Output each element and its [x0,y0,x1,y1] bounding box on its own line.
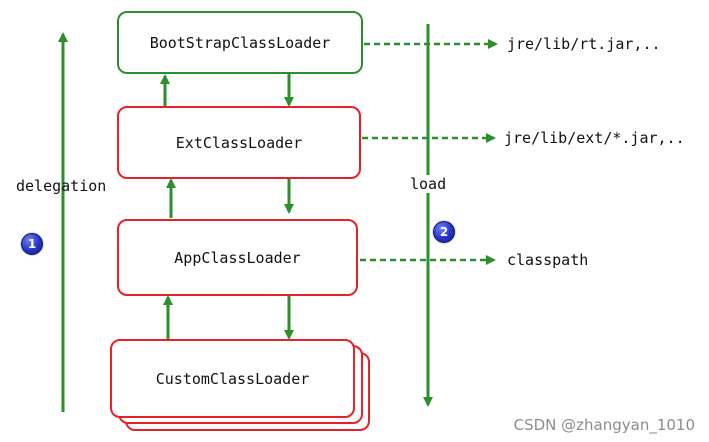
bootstrap-classloader-box: BootStrapClassLoader [117,11,363,74]
delegation-label: delegation [16,177,107,195]
custom-classloader-box: CustomClassLoader [110,339,355,418]
ext-path-label: jre/lib/ext/*.jar,.. [504,129,685,147]
app-classloader-label: AppClassLoader [174,248,301,267]
ext-classloader-box: ExtClassLoader [117,106,361,179]
custom-classloader-label: CustomClassLoader [155,369,310,388]
load-step-number: 2 [439,225,449,239]
app-path-label: classpath [507,251,589,269]
load-step-badge: 2 [433,221,455,243]
bootstrap-classloader-label: BootStrapClassLoader [149,33,331,52]
app-classloader-box: AppClassLoader [117,219,358,296]
load-label: load [410,175,447,193]
bootstrap-path-label: jre/lib/rt.jar,.. [507,35,661,53]
ext-classloader-label: ExtClassLoader [175,133,303,152]
watermark: CSDN @zhangyan_1010 [513,416,695,434]
delegation-step-number: 1 [27,237,37,251]
delegation-step-badge: 1 [21,233,43,255]
